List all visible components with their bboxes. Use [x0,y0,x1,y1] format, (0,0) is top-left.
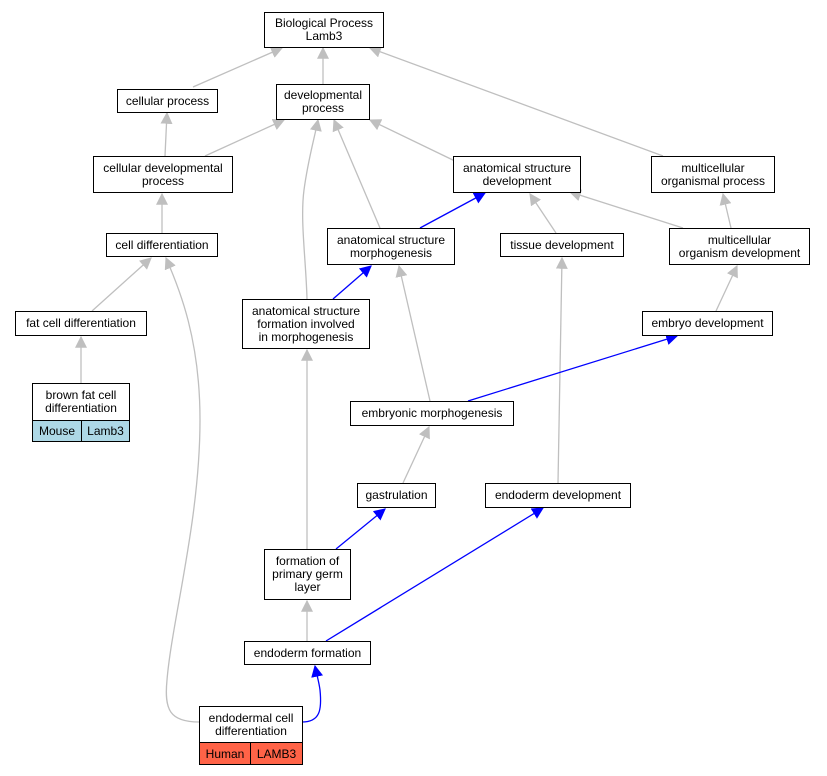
edge-celldev-to-cellular [160,111,173,157]
node-anatomical-structure-formation[interactable]: anatomical structure formation involved … [242,299,370,349]
edge-fatcell-to-celldiff [91,257,152,312]
node-brown-fat-cell-differentiation[interactable]: brown fat cell differentiation [32,383,130,421]
node-endodermal-cell-differentiation[interactable]: endodermal cell differentiation [199,706,303,743]
node-multicellular-organism-development[interactable]: multicellular organism development [669,228,810,265]
edge-gastrulation-to-embmorph [402,425,430,484]
node-developmental-process[interactable]: developmental process [276,84,370,120]
edge-endoform-to-endodev [325,507,545,642]
edge-mcdev-to-mcprocess [719,192,732,229]
node-embryonic-morphogenesis[interactable]: embryonic morphogenesis [350,401,514,426]
tag-mouse-species: Mouse [32,420,82,442]
edge-endocell-to-celldiff [164,256,201,723]
edge-endocell-to-endoform [301,664,324,723]
edge-asformation-to-developmental [302,118,322,300]
node-endoderm-development[interactable]: endoderm development [485,483,631,508]
edge-asdev-to-developmental [368,119,458,163]
node-cell-differentiation[interactable]: cell differentiation [106,233,218,257]
node-gastrulation[interactable]: gastrulation [357,483,436,508]
edge-multicellular-process-to-root [368,46,664,157]
node-cellular-developmental-process[interactable]: cellular developmental process [93,156,233,193]
node-multicellular-organismal-process[interactable]: multicellular organismal process [651,156,775,193]
tag-human-gene: LAMB3 [250,742,303,765]
node-fat-cell-differentiation[interactable]: fat cell differentiation [15,311,147,336]
node-endoderm-formation[interactable]: endoderm formation [244,641,371,665]
edge-tissuedev-to-asdev [529,193,557,234]
edge-embryodev-to-mcdev [715,264,738,312]
edge-cellular-to-root [192,46,284,88]
edge-mcdev-to-asdev [568,189,684,229]
node-anatomical-structure-development[interactable]: anatomical structure development [453,156,581,193]
edge-germlayer-to-gastrulation [335,508,386,550]
tag-mouse-gene: Lamb3 [81,420,130,442]
node-anatomical-structure-morphogenesis[interactable]: anatomical structure morphogenesis [327,228,455,265]
node-biological-process-root[interactable]: Biological Process Lamb3 [264,12,384,48]
edge-embmorph-to-embryodev [467,333,679,402]
edge-asmorph-to-developmental [332,118,381,229]
tag-human-species: Human [199,742,251,765]
node-formation-primary-germ-layer[interactable]: formation of primary germ layer [264,549,351,600]
node-cellular-process[interactable]: cellular process [117,89,218,113]
edge-asmorph-to-asdev [419,192,487,229]
edge-embmorph-to-asmorph [395,264,431,402]
edge-endodev-to-tissuedev [555,256,568,484]
edge-celldev-to-developmental [204,119,286,157]
node-tissue-development[interactable]: tissue development [500,233,624,257]
edge-asformation-to-asmorph [332,265,372,300]
node-embryo-development[interactable]: embryo development [642,311,773,336]
